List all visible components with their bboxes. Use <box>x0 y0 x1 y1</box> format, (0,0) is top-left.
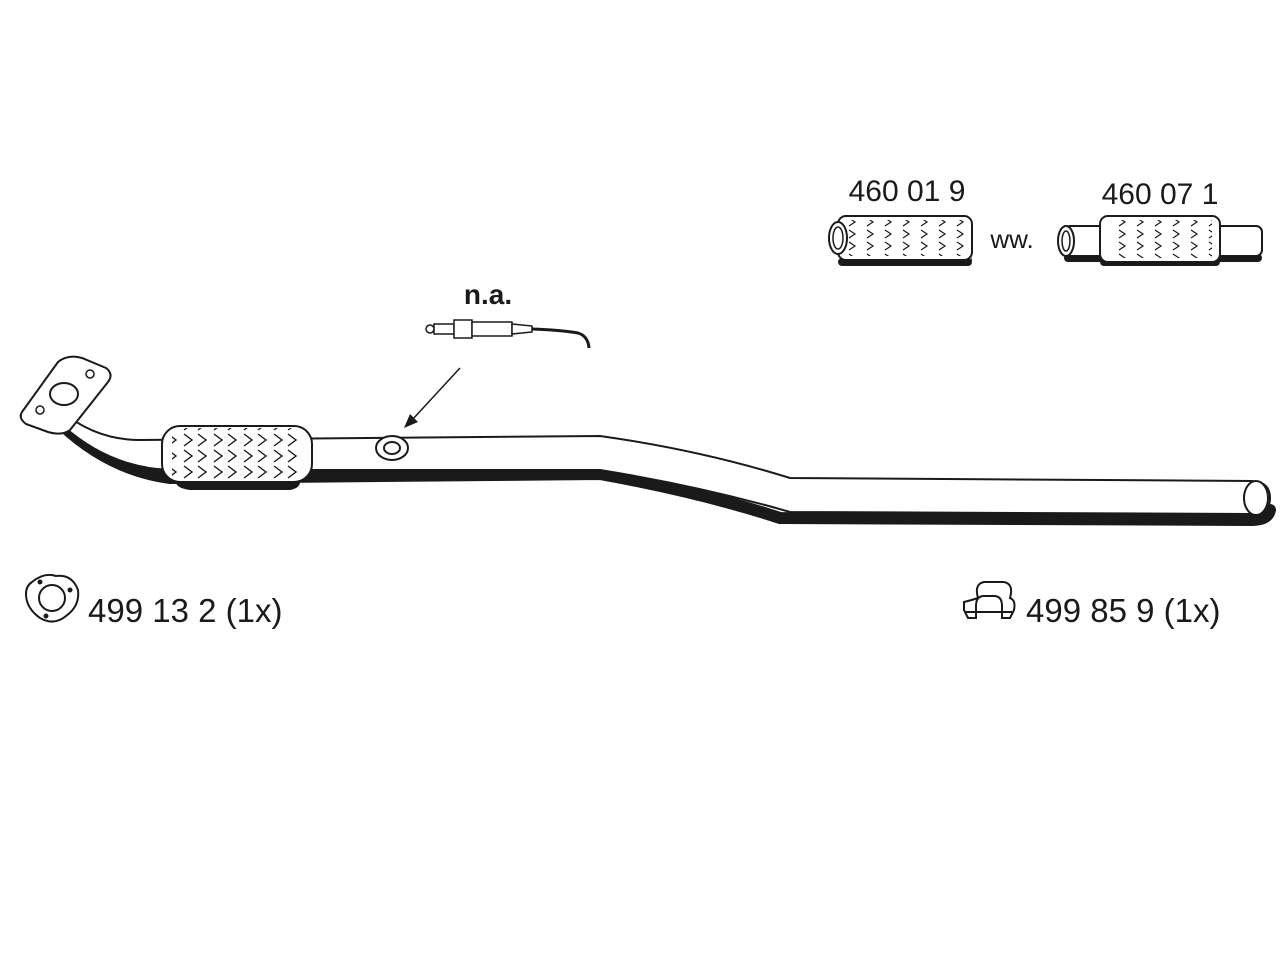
oxygen-sensor-boss <box>375 435 409 461</box>
pipe-shadow <box>56 419 1276 527</box>
flex-part-1-number: 460 01 9 <box>849 175 966 208</box>
flange-gasket-icon <box>24 573 80 623</box>
flexible-section <box>161 425 313 490</box>
flex-pipe-2-icon <box>1057 215 1263 266</box>
flex-pipe-part-2: 460 07 1 <box>1057 178 1263 266</box>
pipe-outlet-end <box>1243 480 1269 516</box>
flex-pipe-part-1: 460 01 9 <box>828 175 973 266</box>
front-exhaust-pipe <box>19 355 1276 527</box>
sensor-availability-label: n.a. <box>464 279 512 310</box>
fitting-clamp: 499 85 9 (1x) <box>963 581 1220 629</box>
clamp-part-number: 499 85 9 (1x) <box>1026 592 1220 629</box>
inlet-flange <box>19 355 112 435</box>
fitting-gasket: 499 13 2 (1x) <box>24 573 282 629</box>
alternative-label: ww. <box>989 224 1033 254</box>
flex-part-2-number: 460 07 1 <box>1102 178 1219 211</box>
flex-pipe-1-icon <box>828 215 973 266</box>
gasket-part-number: 499 13 2 (1x) <box>88 592 282 629</box>
sensor-pointer-arrow <box>404 367 461 428</box>
pipe-clamp-icon <box>963 581 1016 619</box>
oxygen-sensor-icon <box>425 319 591 349</box>
